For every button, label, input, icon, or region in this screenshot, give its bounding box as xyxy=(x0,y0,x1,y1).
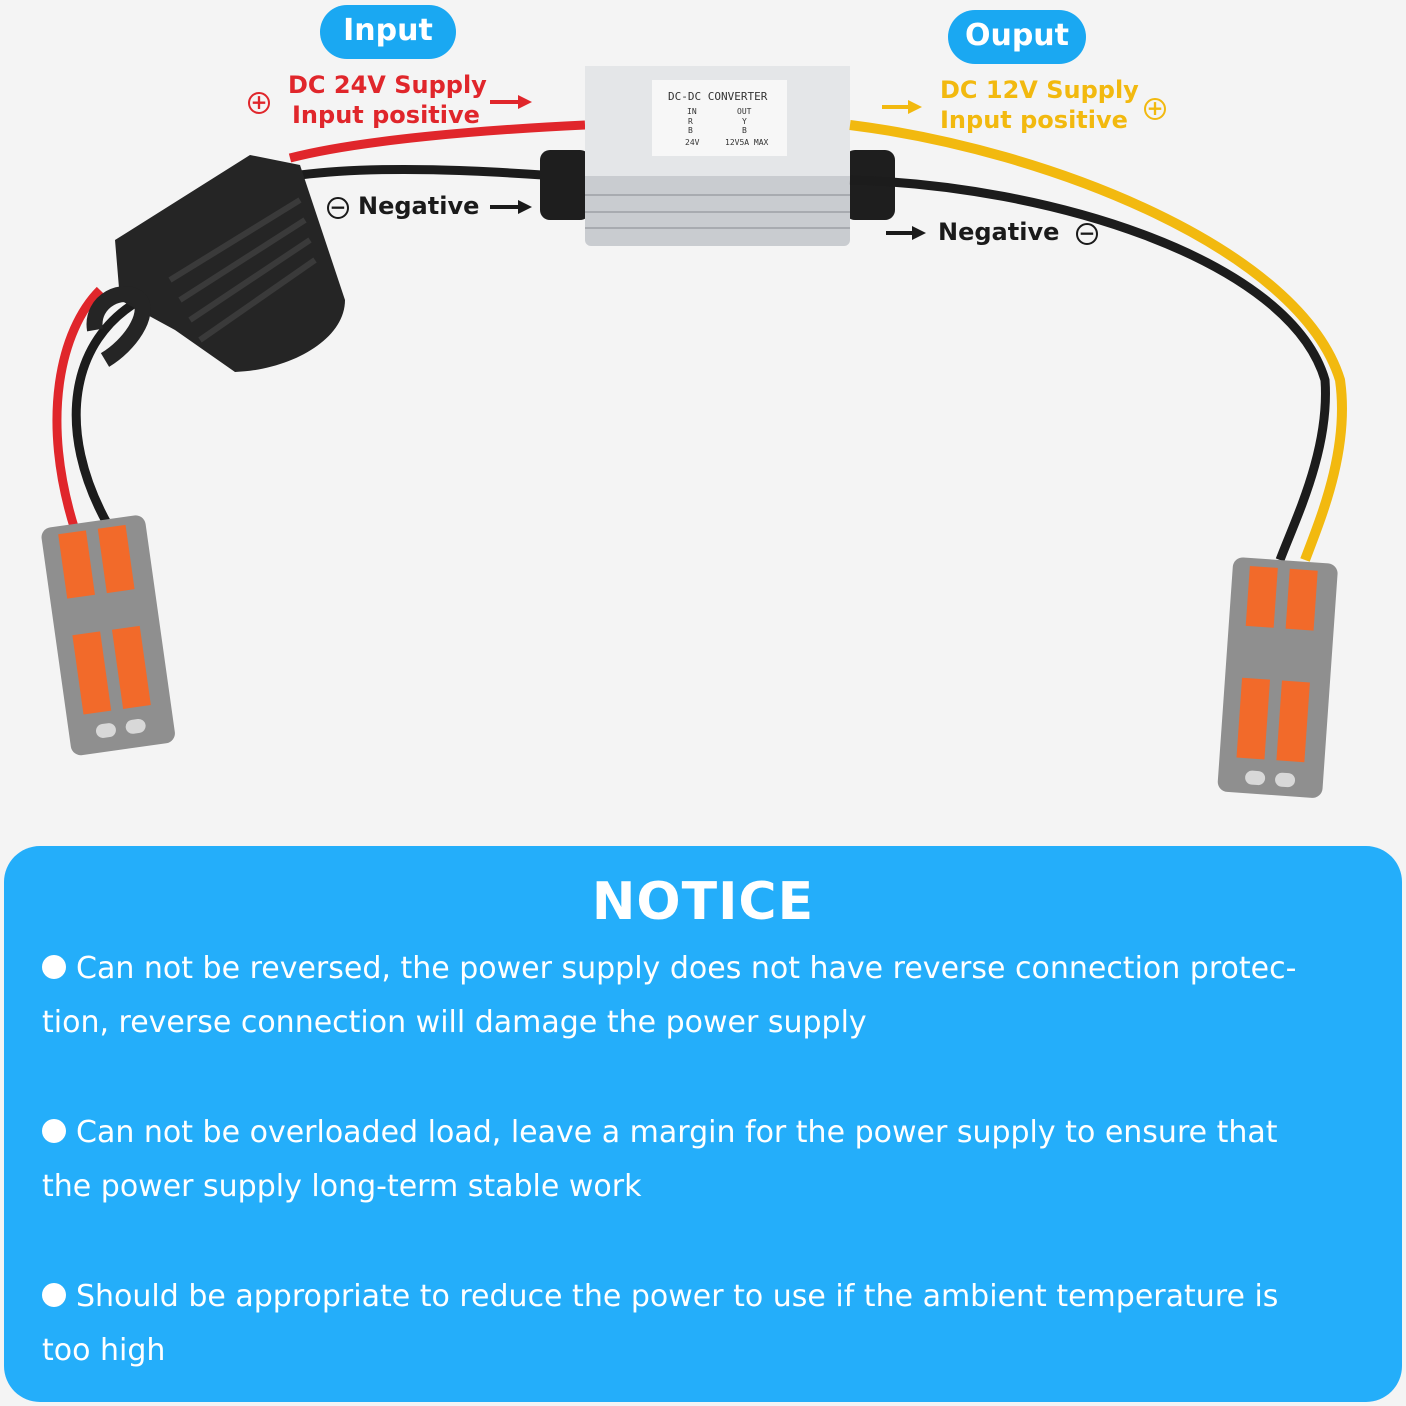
notice-item-line: Can not be reversed, the power supply do… xyxy=(76,951,1297,986)
notice-item-line: the power supply long-term stable work xyxy=(42,1169,642,1204)
input-red-wire xyxy=(288,120,586,163)
bullet-icon xyxy=(42,954,66,979)
wiring-diagram: DC-DC CONVERTER IN OUT R B Y B 24V 12V5A… xyxy=(41,5,1347,798)
converter-out-label: OUT xyxy=(737,107,752,116)
output-pill: Ouput xyxy=(948,10,1086,64)
left-black-wire xyxy=(71,296,143,528)
converter-in-r: R xyxy=(688,117,693,126)
input-positive-line1: DC 24V Supply xyxy=(288,71,487,99)
converter-in-voltage: 24V xyxy=(685,138,700,147)
plus-circle-icon: + xyxy=(1144,98,1166,120)
left-lever-connector xyxy=(41,515,175,756)
plus-circle-icon: + xyxy=(248,92,270,114)
output-negative-arrow-icon xyxy=(886,226,926,240)
bullet-icon xyxy=(42,1118,66,1143)
input-positive-arrow-icon xyxy=(490,95,532,109)
input-negative-label: Negative xyxy=(358,192,480,220)
notice-title: NOTICE xyxy=(591,872,815,932)
output-yellow-wire xyxy=(849,120,1347,562)
converter-out-y: Y xyxy=(742,117,747,126)
notice-item-line: tion, reverse connection will damage the… xyxy=(42,1005,867,1040)
input-pill: Input xyxy=(320,5,456,59)
converter-out-b: B xyxy=(742,126,747,135)
notice-item: Can not be reversed, the power supply do… xyxy=(42,942,1372,1050)
converter-out-rating: 12V5A MAX xyxy=(725,138,769,147)
output-positive-line1: DC 12V Supply xyxy=(940,76,1139,104)
output-negative-label: Negative xyxy=(938,218,1060,246)
converter-in-b: B xyxy=(688,126,693,135)
fuse-holder xyxy=(86,155,345,372)
minus-circle-icon: − xyxy=(1076,223,1098,245)
notice-item: Can not be overloaded load, leave a marg… xyxy=(42,1106,1372,1214)
notice-item-line: too high xyxy=(42,1333,166,1368)
notice-panel: NOTICE Can not be reversed, the power su… xyxy=(4,846,1402,1402)
product-illustration: DC-DC CONVERTER IN OUT R B Y B 24V 12V5A… xyxy=(41,66,1347,798)
minus-circle-icon: − xyxy=(327,197,349,219)
output-positive-arrow-icon xyxy=(882,100,922,114)
notice-item-line: Can not be overloaded load, leave a marg… xyxy=(76,1115,1278,1150)
converter-in-label: IN xyxy=(687,107,697,116)
converter-title: DC-DC CONVERTER xyxy=(668,90,768,103)
converter-box: DC-DC CONVERTER IN OUT R B Y B 24V 12V5A… xyxy=(540,66,895,246)
output-black-wire xyxy=(849,175,1330,562)
notice-item: Should be appropriate to reduce the powe… xyxy=(42,1270,1372,1378)
notice-item-line: Should be appropriate to reduce the powe… xyxy=(76,1279,1279,1314)
input-negative-arrow-icon xyxy=(490,200,532,214)
bullet-icon xyxy=(42,1282,66,1307)
right-lever-connector xyxy=(1217,557,1338,798)
output-positive-line2: Input positive xyxy=(940,106,1128,134)
input-positive-line2: Input positive xyxy=(292,101,480,129)
left-red-wire xyxy=(52,286,104,532)
